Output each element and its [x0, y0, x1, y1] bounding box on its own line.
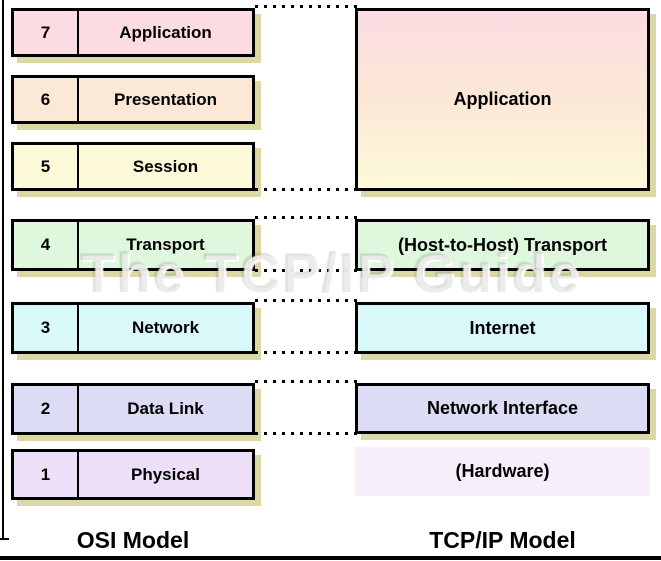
page-bottom-border — [0, 556, 661, 560]
dotted-connector-transport-top — [255, 216, 357, 219]
dotted-connector-transport-bottom — [255, 269, 357, 272]
page-left-border-tick — [0, 538, 9, 540]
osi-model-title: OSI Model — [76, 527, 190, 553]
osi-layer-label: Physical — [131, 464, 200, 484]
osi-layer-label: Transport — [126, 235, 205, 254]
osi-layer-label: Session — [132, 156, 199, 176]
osi-layer-label: Data Link — [127, 399, 204, 418]
osi-layer-1-physical: 1 Physical — [11, 449, 255, 500]
dotted-connector-top — [255, 5, 357, 8]
osi-layer-label: Application — [119, 22, 212, 42]
osi-layer-7-application: 7 Application — [11, 8, 255, 57]
dotted-connector-data-link-top — [255, 380, 357, 383]
tcpip-layer-network-interface: Network Interface — [355, 383, 650, 434]
dotted-connector-session-bottom — [255, 188, 357, 191]
tcpip-layer-internet: Internet — [355, 302, 650, 354]
tcpip-layer-transport: (Host-to-Host) Transport — [355, 219, 650, 271]
osi-layer-number: 2 — [14, 386, 79, 432]
osi-layer-label: Presentation — [114, 89, 217, 109]
osi-layer-4-transport: 4 Transport — [11, 219, 255, 271]
page-left-border — [2, 0, 4, 538]
dotted-connector-data-link-bottom — [255, 432, 357, 435]
osi-layer-number: 5 — [14, 145, 79, 188]
tcpip-layer-hardware: (Hardware) — [355, 447, 650, 496]
osi-layer-2-data-link: 2 Data Link — [11, 383, 255, 435]
osi-layer-label: Network — [131, 318, 200, 337]
osi-layer-6-presentation: 6 Presentation — [11, 75, 255, 124]
dotted-connector-network-top — [255, 299, 357, 302]
dotted-connector-network-bottom — [255, 351, 357, 354]
osi-layer-number: 6 — [14, 78, 79, 121]
osi-layer-number: 7 — [14, 11, 79, 54]
osi-layer-number: 4 — [14, 222, 79, 268]
osi-layer-number: 1 — [14, 452, 79, 497]
osi-layer-3-network: 3 Network — [11, 302, 255, 354]
osi-layer-number: 3 — [14, 305, 79, 351]
tcpip-model-title: TCP/IP Model — [429, 527, 576, 553]
osi-layer-5-session: 5 Session — [11, 142, 255, 191]
tcpip-layer-application: Application — [355, 8, 650, 191]
